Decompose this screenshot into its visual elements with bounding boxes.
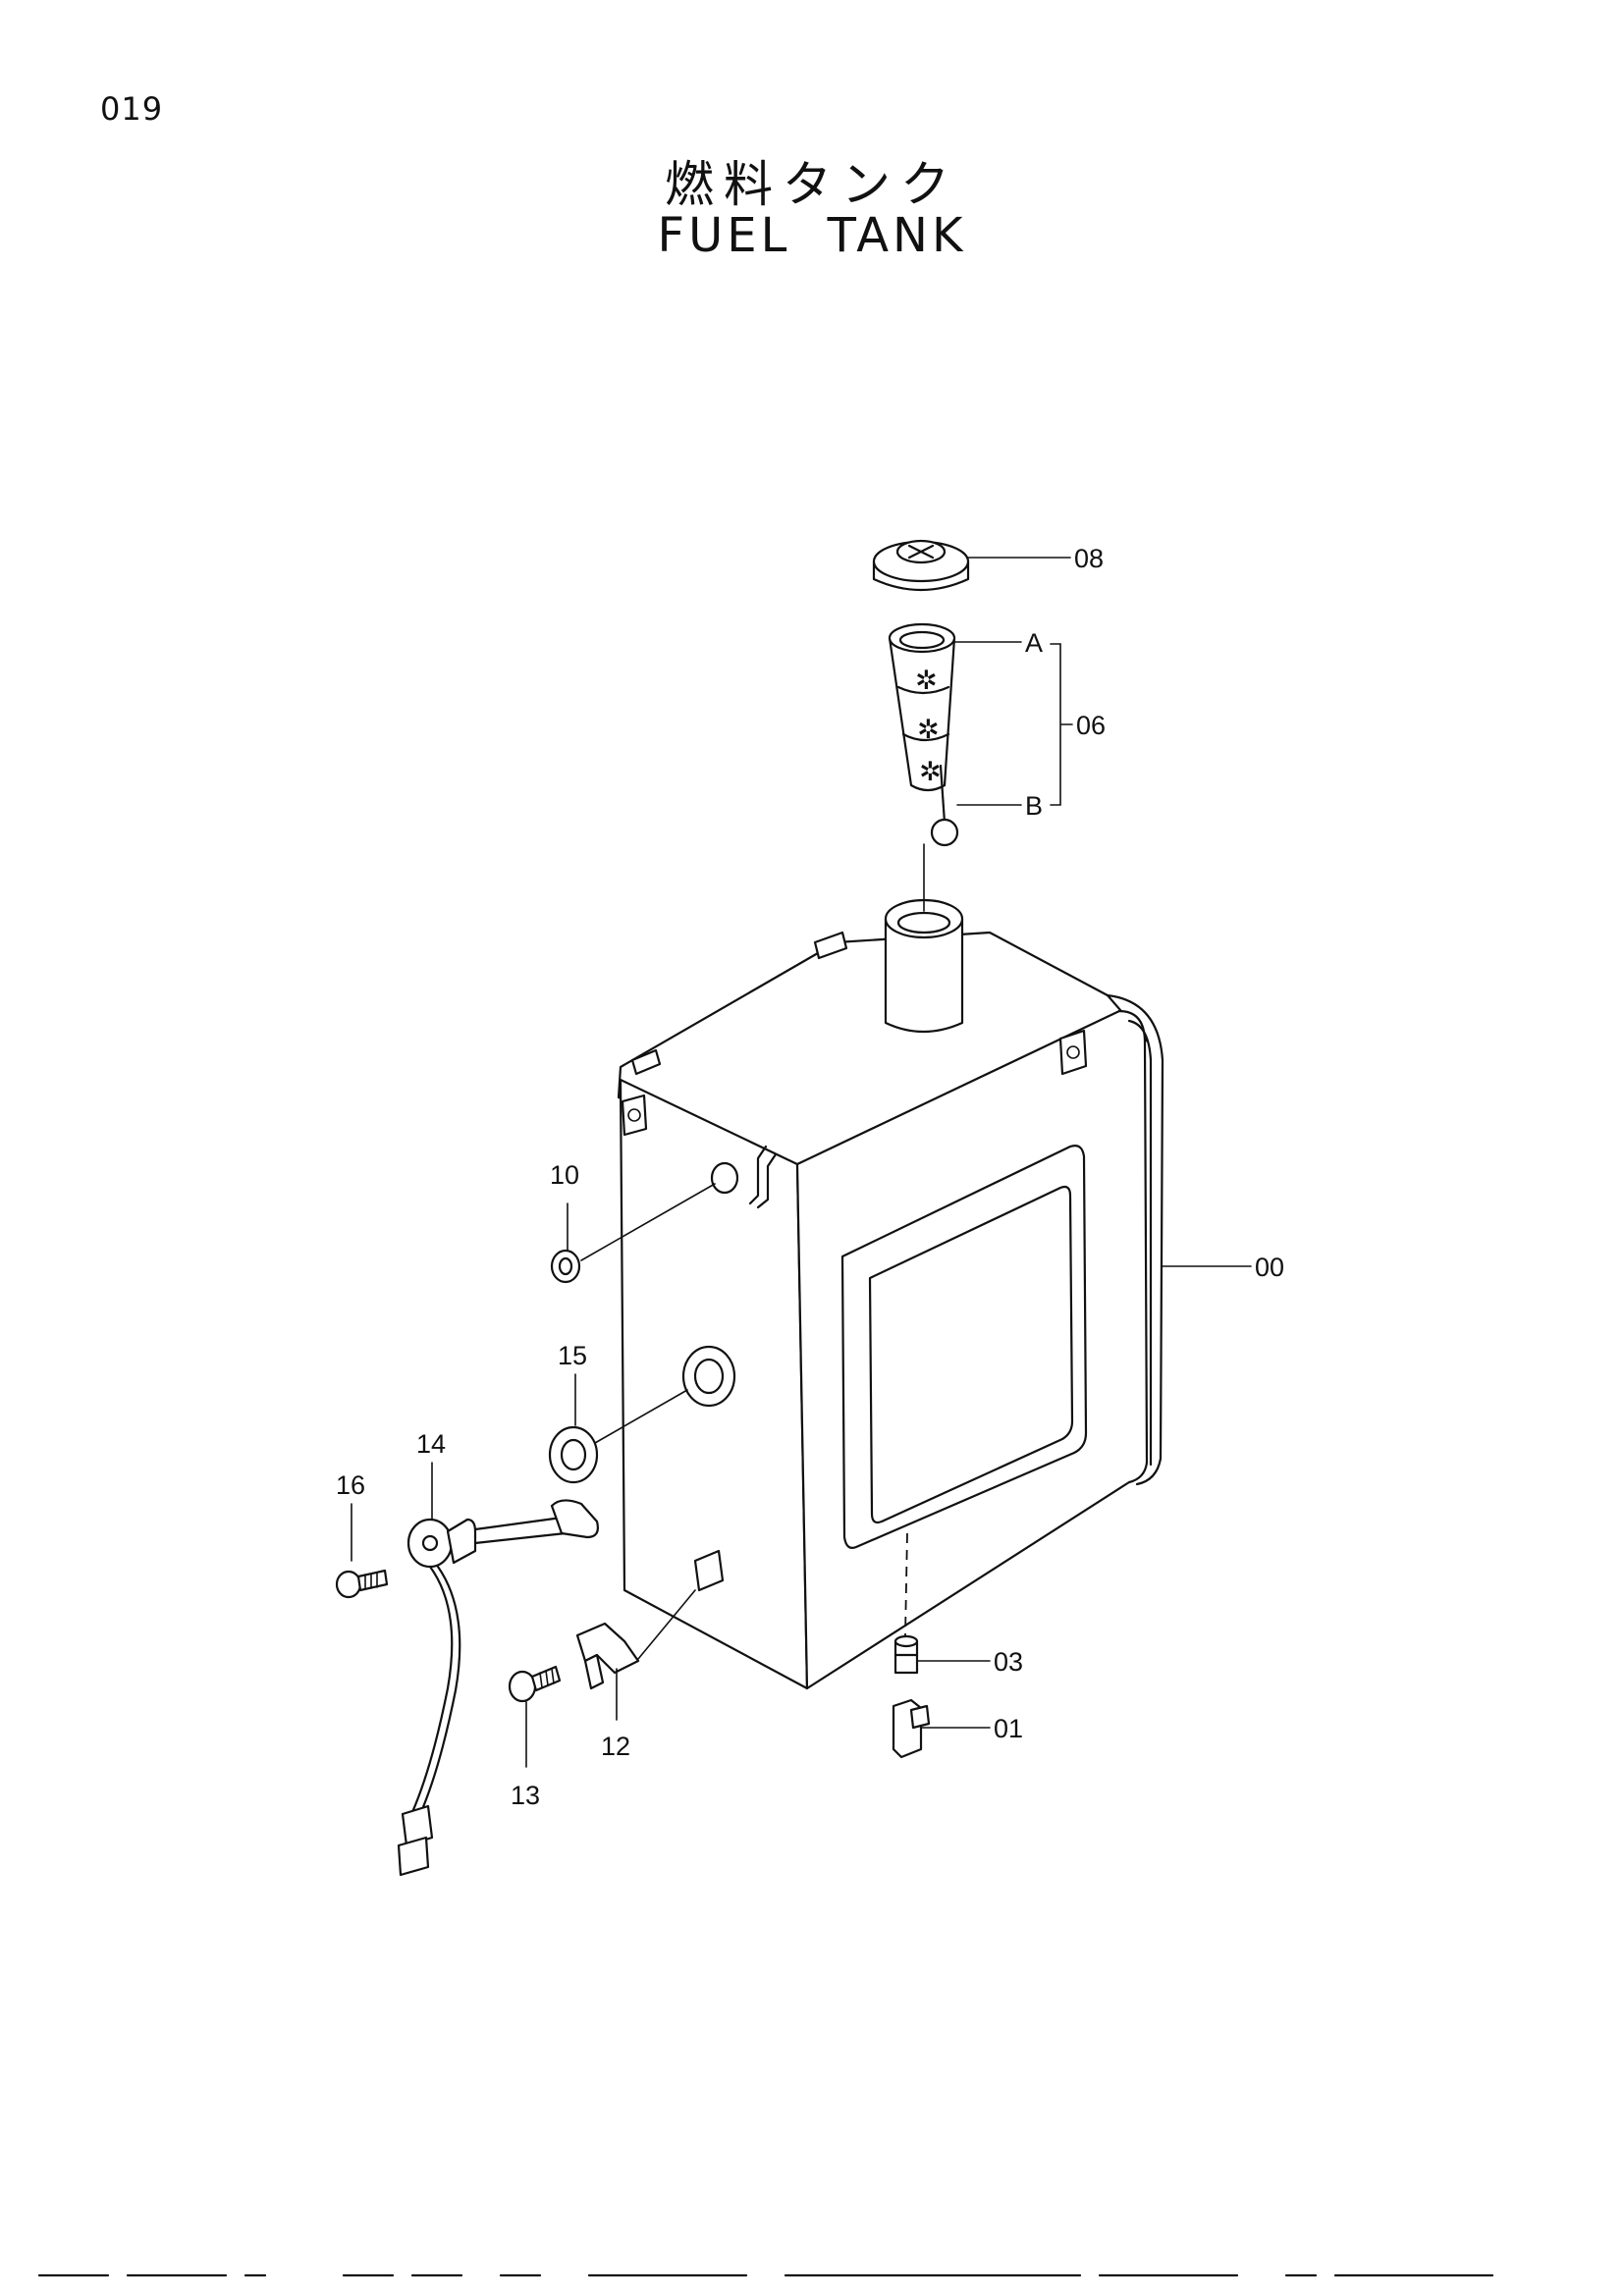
part-13-bolt: [508, 1665, 562, 1768]
part-12-clamp: [575, 1589, 696, 1721]
svg-text:✲: ✲: [919, 757, 942, 786]
callout-15: 15: [558, 1341, 587, 1370]
svg-text:✲: ✲: [917, 715, 940, 744]
title-english: FUEL TANK: [657, 208, 967, 263]
title-japanese: 燃料タンク: [665, 156, 959, 213]
callout-a: A: [1025, 628, 1043, 658]
callout-10: 10: [550, 1160, 579, 1190]
part-15-gasket: [548, 1373, 688, 1484]
callout-14: 14: [416, 1429, 446, 1459]
callout-01: 01: [994, 1714, 1023, 1743]
callout-08: 08: [1074, 544, 1104, 573]
part-03-drain-cock: [893, 1532, 991, 1675]
callout-13: 13: [511, 1781, 540, 1810]
part-06-strainer: ✲ ✲ ✲: [888, 622, 1073, 847]
callout-12: 12: [601, 1732, 630, 1761]
callout-16: 16: [336, 1470, 365, 1500]
part-01-drain-cap: [892, 1698, 991, 1759]
callout-b: B: [1025, 791, 1043, 821]
callout-06: 06: [1076, 711, 1106, 740]
part-08-filler-cap: [872, 539, 1071, 592]
part-10-grommet: [550, 1183, 716, 1284]
part-00-fuel-tank: [617, 843, 1252, 1690]
callout-00: 00: [1255, 1253, 1284, 1282]
part-16-bolt: [335, 1503, 389, 1599]
part-14-fuel-sensor: [397, 1462, 599, 1877]
svg-text:✲: ✲: [915, 666, 938, 695]
callout-03: 03: [994, 1647, 1023, 1677]
page-number: 019: [100, 90, 164, 128]
